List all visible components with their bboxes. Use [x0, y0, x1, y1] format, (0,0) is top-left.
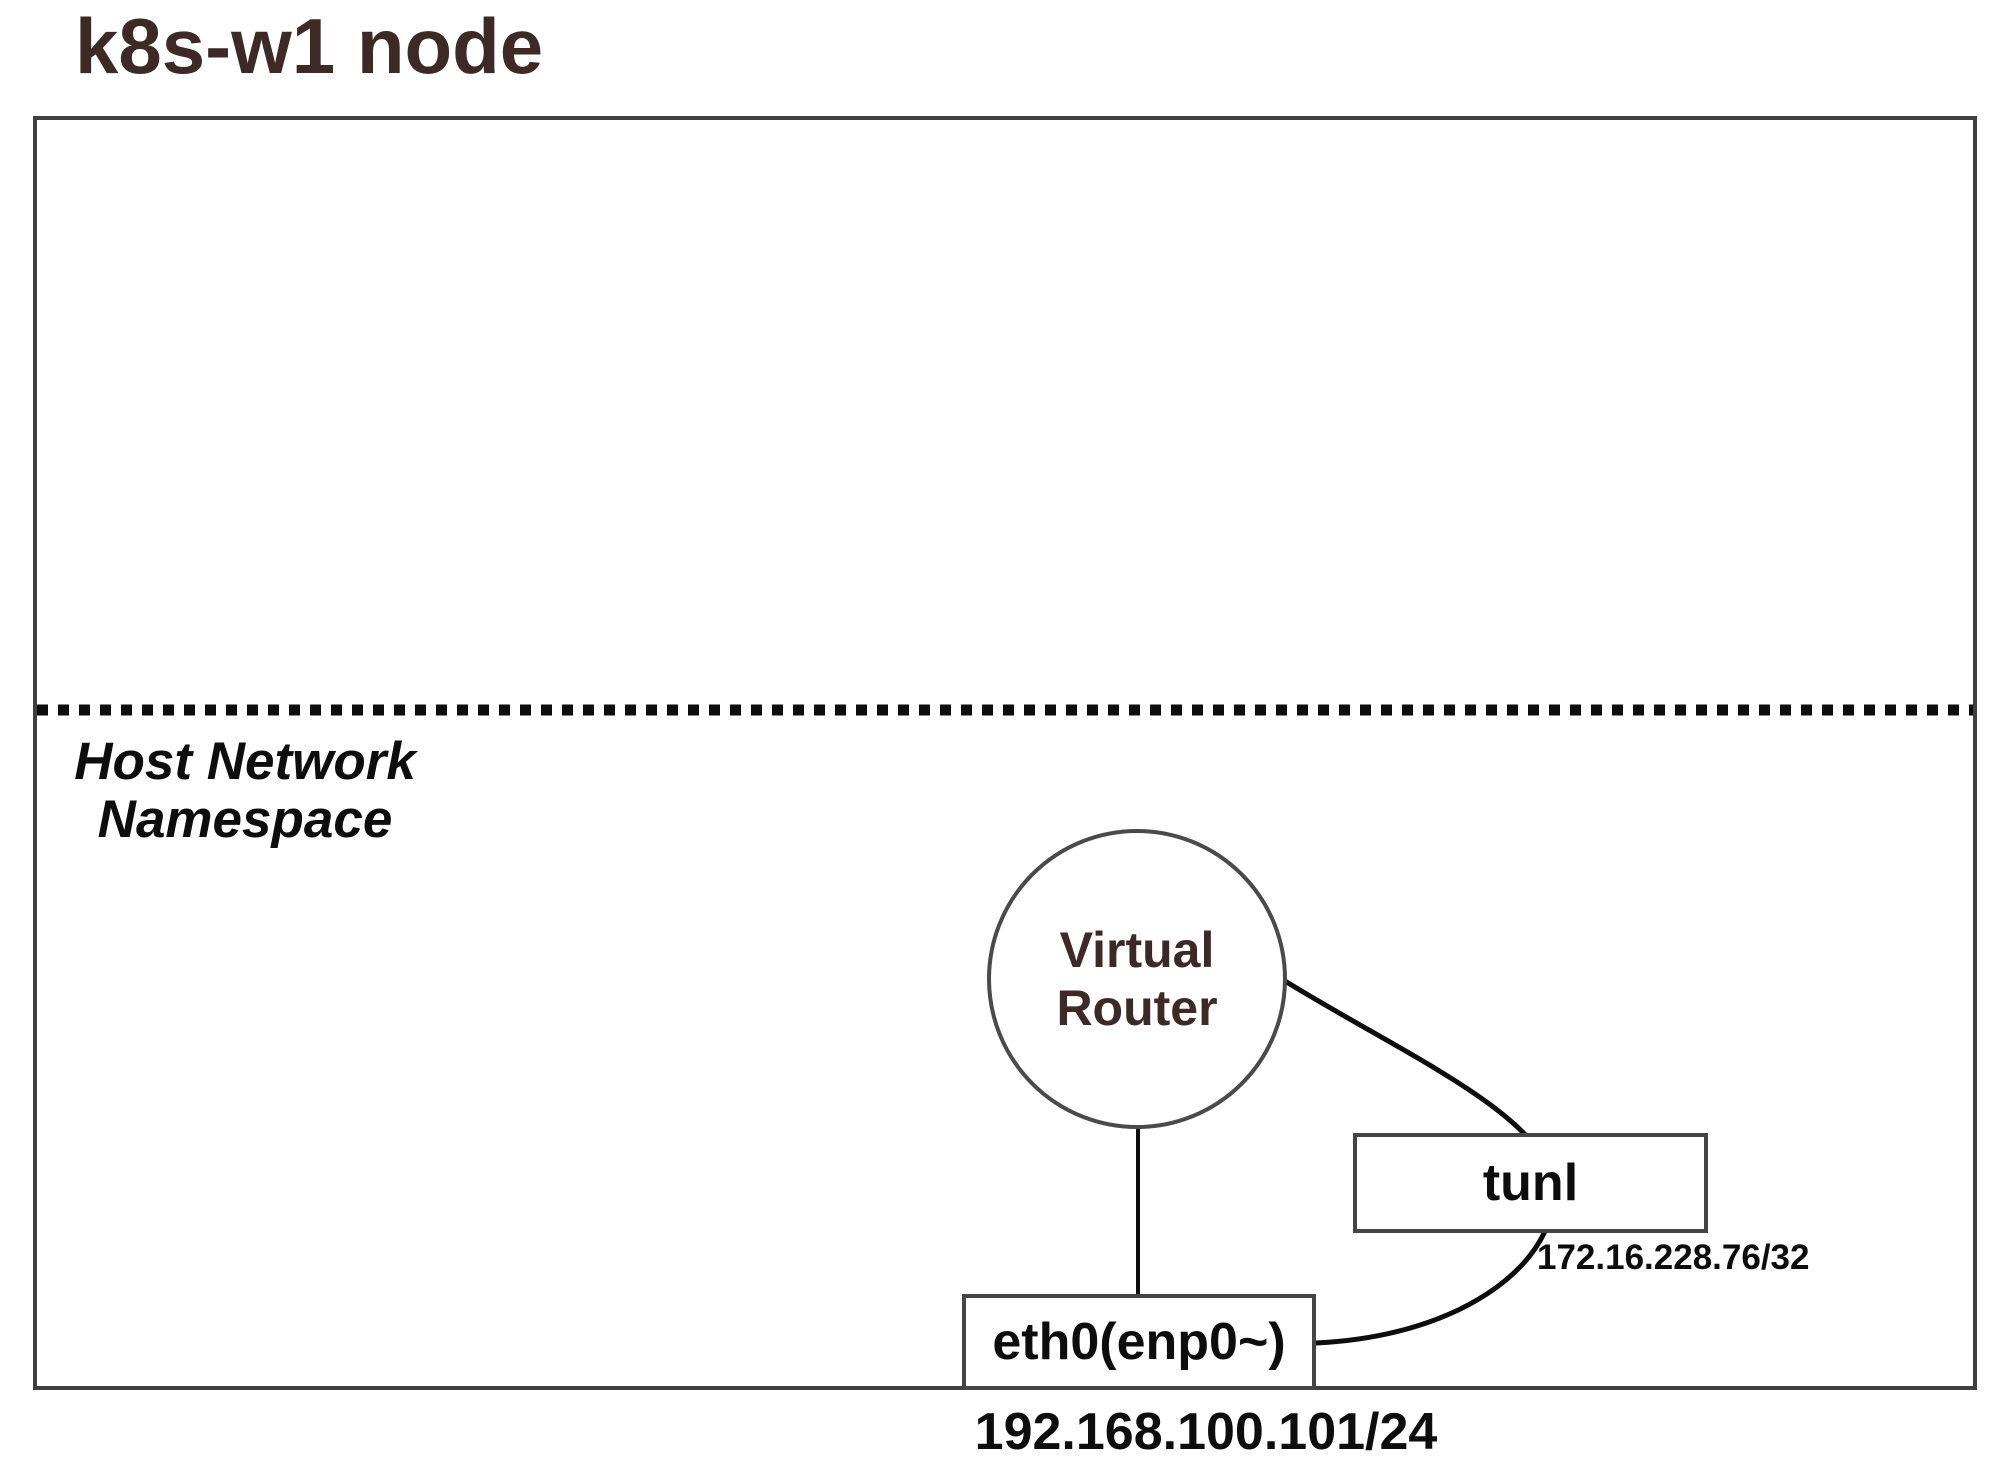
tunl-ip-address: 172.16.228.76/32 — [1537, 1238, 1810, 1277]
eth0-ip-address: 192.168.100.101/24 — [974, 1403, 1438, 1461]
eth0-interface-box: eth0(enp0~) — [962, 1294, 1316, 1390]
eth0-interface-label: eth0(enp0~) — [992, 1313, 1286, 1371]
page-title: k8s-w1 node — [75, 2, 544, 90]
virtual-router-label: Virtual Router — [1056, 922, 1218, 1036]
virtual-router-circle: Virtual Router — [987, 829, 1287, 1129]
tunl-interface-label: tunl — [1482, 1154, 1579, 1212]
tunl-interface-box: tunl — [1353, 1133, 1708, 1233]
host-network-namespace-label: Host Network Namespace — [74, 732, 416, 849]
